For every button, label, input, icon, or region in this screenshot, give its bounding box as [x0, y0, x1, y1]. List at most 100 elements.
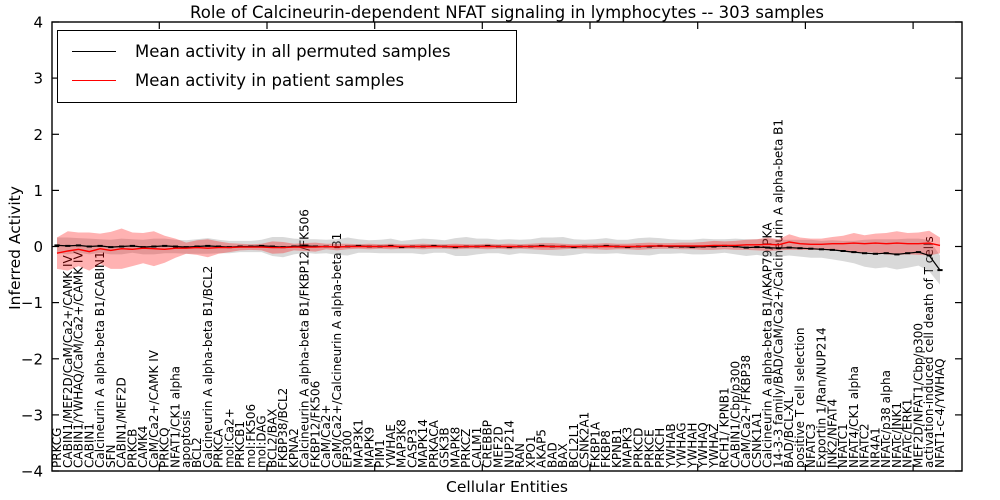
chart-title: Role of Calcineurin-dependent NFAT signa… [190, 3, 824, 22]
x-category-label: EP300 [341, 430, 355, 468]
x-category-label: GSK3B [438, 427, 452, 468]
x-category-label: MAPK9 [362, 427, 376, 468]
x-category-label: MEF2D [492, 426, 506, 468]
x-category-label: CREBBP [481, 420, 495, 468]
x-category-label: JNK2/NFAT4 [825, 399, 839, 469]
y-tick-label: −4 [21, 463, 43, 481]
x-category-label: BCL2 [190, 437, 204, 468]
x-category-label: CaM/Ca2+/Calcineurin A alpha-beta B1 [330, 233, 344, 468]
x-category-label: CABIN1/YWHAQ/CaM/Ca2+/CAMK IV [72, 251, 86, 468]
x-category-label: RCH1/ KPNB1 [718, 387, 732, 468]
x-category-label: CSNK1A1 [750, 412, 764, 468]
x-category-label: PRKCD [632, 428, 646, 468]
x-category-label: NFATC1 [836, 423, 850, 468]
x-category-label: YWHAE [384, 424, 398, 469]
x-category-label: YWHAG [675, 422, 689, 469]
x-category-label: PRKCA [212, 428, 226, 468]
x-category-label: YWHAH [685, 423, 699, 469]
x-category-label: YWHAQ [696, 422, 710, 469]
x-category-label: 14-3-3 family/BAD/CaM/Ca2+/Calcineurin A… [772, 119, 786, 468]
x-category-label: MAPK14 [416, 419, 430, 468]
x-category-label: NFATc/ERK1 [901, 399, 915, 468]
permuted-line-swatch [72, 51, 116, 52]
x-category-label: NFATC3 [804, 423, 818, 468]
x-category-label: NFATc/p38 alpha [879, 370, 893, 468]
x-category-label: NFAT1-c-4/YWHAQ [933, 358, 947, 468]
x-category-label: CaM/Ca2+/FKBP38 [739, 355, 753, 468]
legend-item-patient: Mean activity in patient samples [58, 66, 516, 95]
x-category-label: CALM1 [470, 427, 484, 468]
std-band [57, 228, 940, 271]
x-category-label: CABIN1 [82, 423, 96, 468]
x-category-label: YWHAB [664, 423, 678, 469]
x-category-label: KPNA2 [287, 428, 301, 468]
x-category-label: Calcineurin A alpha-beta B1/CABIN1 [93, 251, 107, 468]
legend-item-permuted: Mean activity in all permuted samples [58, 37, 516, 66]
x-category-label: BAX [556, 443, 570, 468]
x-category-label: Calcineurin A alpha-beta B1/AKAP79/PKA [761, 222, 775, 468]
x-category-label: MEF2D/NFAT1/Cbp/p300 [912, 323, 926, 468]
x-category-label: PRKCB [125, 429, 139, 468]
y-tick-label: 3 [33, 70, 43, 88]
mean-line [56, 241, 941, 254]
x-category-label: CABIN1/Cbp/p300 [728, 361, 742, 468]
x-category-label: YWHAZ [707, 423, 721, 469]
x-category-label: CASP3 [405, 429, 419, 468]
x-category-label: CSNK2A1 [578, 412, 592, 468]
legend-label-permuted: Mean activity in all permuted samples [135, 42, 451, 61]
x-category-label: PRKCQ [158, 427, 172, 468]
x-category-label: NUP214 [502, 420, 516, 468]
x-category-label: PRKCE [642, 429, 656, 468]
x-category-label: RAN [513, 443, 527, 468]
x-category-label: SFN [104, 445, 118, 469]
x-category-label: PRKCB1 [233, 421, 247, 468]
x-category-label: XPO1 [524, 435, 538, 468]
y-tick-label: 1 [33, 182, 43, 200]
x-category-label: MAPK8 [448, 427, 462, 468]
y-tick-label: −1 [21, 294, 43, 312]
y-tick-label: 2 [33, 126, 43, 144]
x-category-label: CAMK4 [136, 426, 150, 468]
x-category-label: MAPK3 [621, 427, 635, 468]
x-category-label: FKBP8 [599, 430, 613, 468]
x-category-label: BAD [545, 442, 559, 468]
x-category-label: KPNB1 [610, 428, 624, 468]
x-category-label: Calcineurin A alpha-beta B1/FKBP12/FK506 [298, 209, 312, 468]
x-category-label: Calcineurin A alpha-beta B1/BCL2 [201, 266, 215, 468]
x-category-label: FKBP38/BCL2 [276, 388, 290, 468]
legend-label-patient: Mean activity in patient samples [135, 71, 405, 90]
legend: Mean activity in all permuted samples Me… [57, 30, 517, 103]
x-category-label: CABIN1/MEF2D [115, 377, 129, 468]
x-category-label: NFATc/JNK1 [890, 402, 904, 468]
x-category-label: CaM/Ca2+/CAMK IV [147, 349, 161, 468]
x-category-label: positive T cell selection [793, 328, 807, 468]
x-category-label: PRKACA [427, 419, 441, 468]
x-category-label: MAP3K8 [395, 419, 409, 468]
x-category-label: Exportin 1/Ran/NUP214 [815, 327, 829, 468]
patient-line-swatch [72, 80, 116, 81]
x-category-label: apoptosis [179, 410, 193, 468]
x-category-label: PRKCH [653, 428, 667, 468]
x-category-label: FKBP12/FK506 [308, 381, 322, 468]
y-tick-label: 4 [33, 14, 43, 32]
y-tick-label: −3 [21, 406, 43, 424]
x-category-label: NFAT4/CK1 alpha [847, 366, 861, 468]
x-category-label: NFATC2 [858, 423, 872, 468]
x-category-label: mol:FK506 [244, 404, 258, 468]
x-category-label: BCL2L1 [567, 423, 581, 468]
x-category-label: PIM1 [373, 439, 387, 468]
x-category-label: mol:Ca2+ [222, 408, 236, 468]
x-category-label: NFAT1/CK1 alpha [169, 366, 183, 468]
x-axis-label: Cellular Entities [446, 478, 568, 496]
x-category-label: AKAP5 [535, 429, 549, 468]
x-category-label: BAD/BCL-XL [782, 396, 796, 468]
std-band [57, 237, 940, 285]
x-category-label: MAP3K1 [352, 419, 366, 468]
x-category-label: FKBP1A [588, 421, 602, 468]
x-category-label: activation-induced cell death of T cells [922, 236, 936, 468]
y-tick-label: 0 [33, 238, 43, 256]
x-category-label: CaM/Ca2+ [319, 404, 333, 468]
x-category-label: mol:DAG [255, 415, 269, 468]
